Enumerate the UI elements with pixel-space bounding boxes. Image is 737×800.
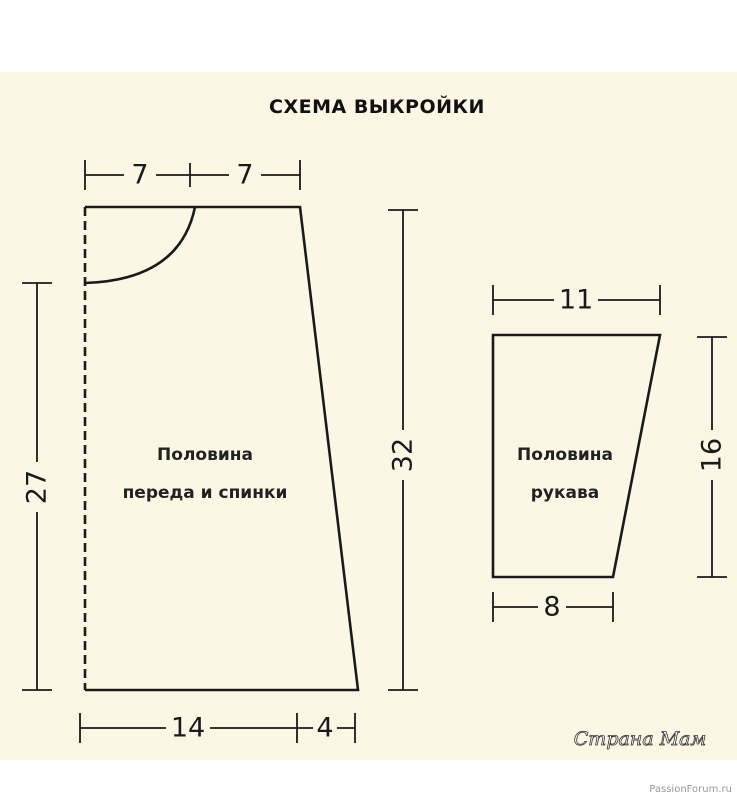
paper-background bbox=[0, 72, 737, 760]
dim-total-height: 32 bbox=[388, 438, 419, 472]
body-label-1: Половина bbox=[157, 445, 253, 465]
sleeve-piece: Половина рукава bbox=[491, 333, 662, 579]
body-dimensions: 7 7 27 32 14 4 bbox=[20, 160, 420, 744]
site-watermark: PassionForum.ru bbox=[649, 784, 732, 795]
neckline bbox=[84, 206, 197, 285]
logo-watermark: Страна Мам bbox=[574, 728, 706, 750]
dim-sleeve-top: 11 bbox=[559, 285, 593, 316]
body-outline bbox=[85, 205, 360, 692]
dim-bottom-width: 14 bbox=[171, 713, 205, 744]
dim-sleeve-bottom: 8 bbox=[543, 592, 560, 623]
dim-top-left: 7 bbox=[131, 160, 148, 191]
diagram-title: СХЕМА ВЫКРОЙКИ bbox=[269, 95, 485, 118]
dim-sleeve-height: 16 bbox=[697, 438, 728, 472]
body-label-2: переда и спинки bbox=[123, 483, 288, 503]
dim-top-right: 7 bbox=[236, 160, 253, 191]
sleeve-outline bbox=[491, 333, 662, 579]
body-piece: Половина переда и спинки bbox=[83, 205, 360, 692]
dim-side-height: 27 bbox=[22, 470, 53, 504]
sleeve-label-1: Половина bbox=[517, 445, 613, 465]
dim-bottom-extra: 4 bbox=[316, 713, 333, 744]
sleeve-label-2: рукава bbox=[531, 483, 600, 503]
sleeve-dimensions: 11 16 8 bbox=[492, 285, 729, 623]
